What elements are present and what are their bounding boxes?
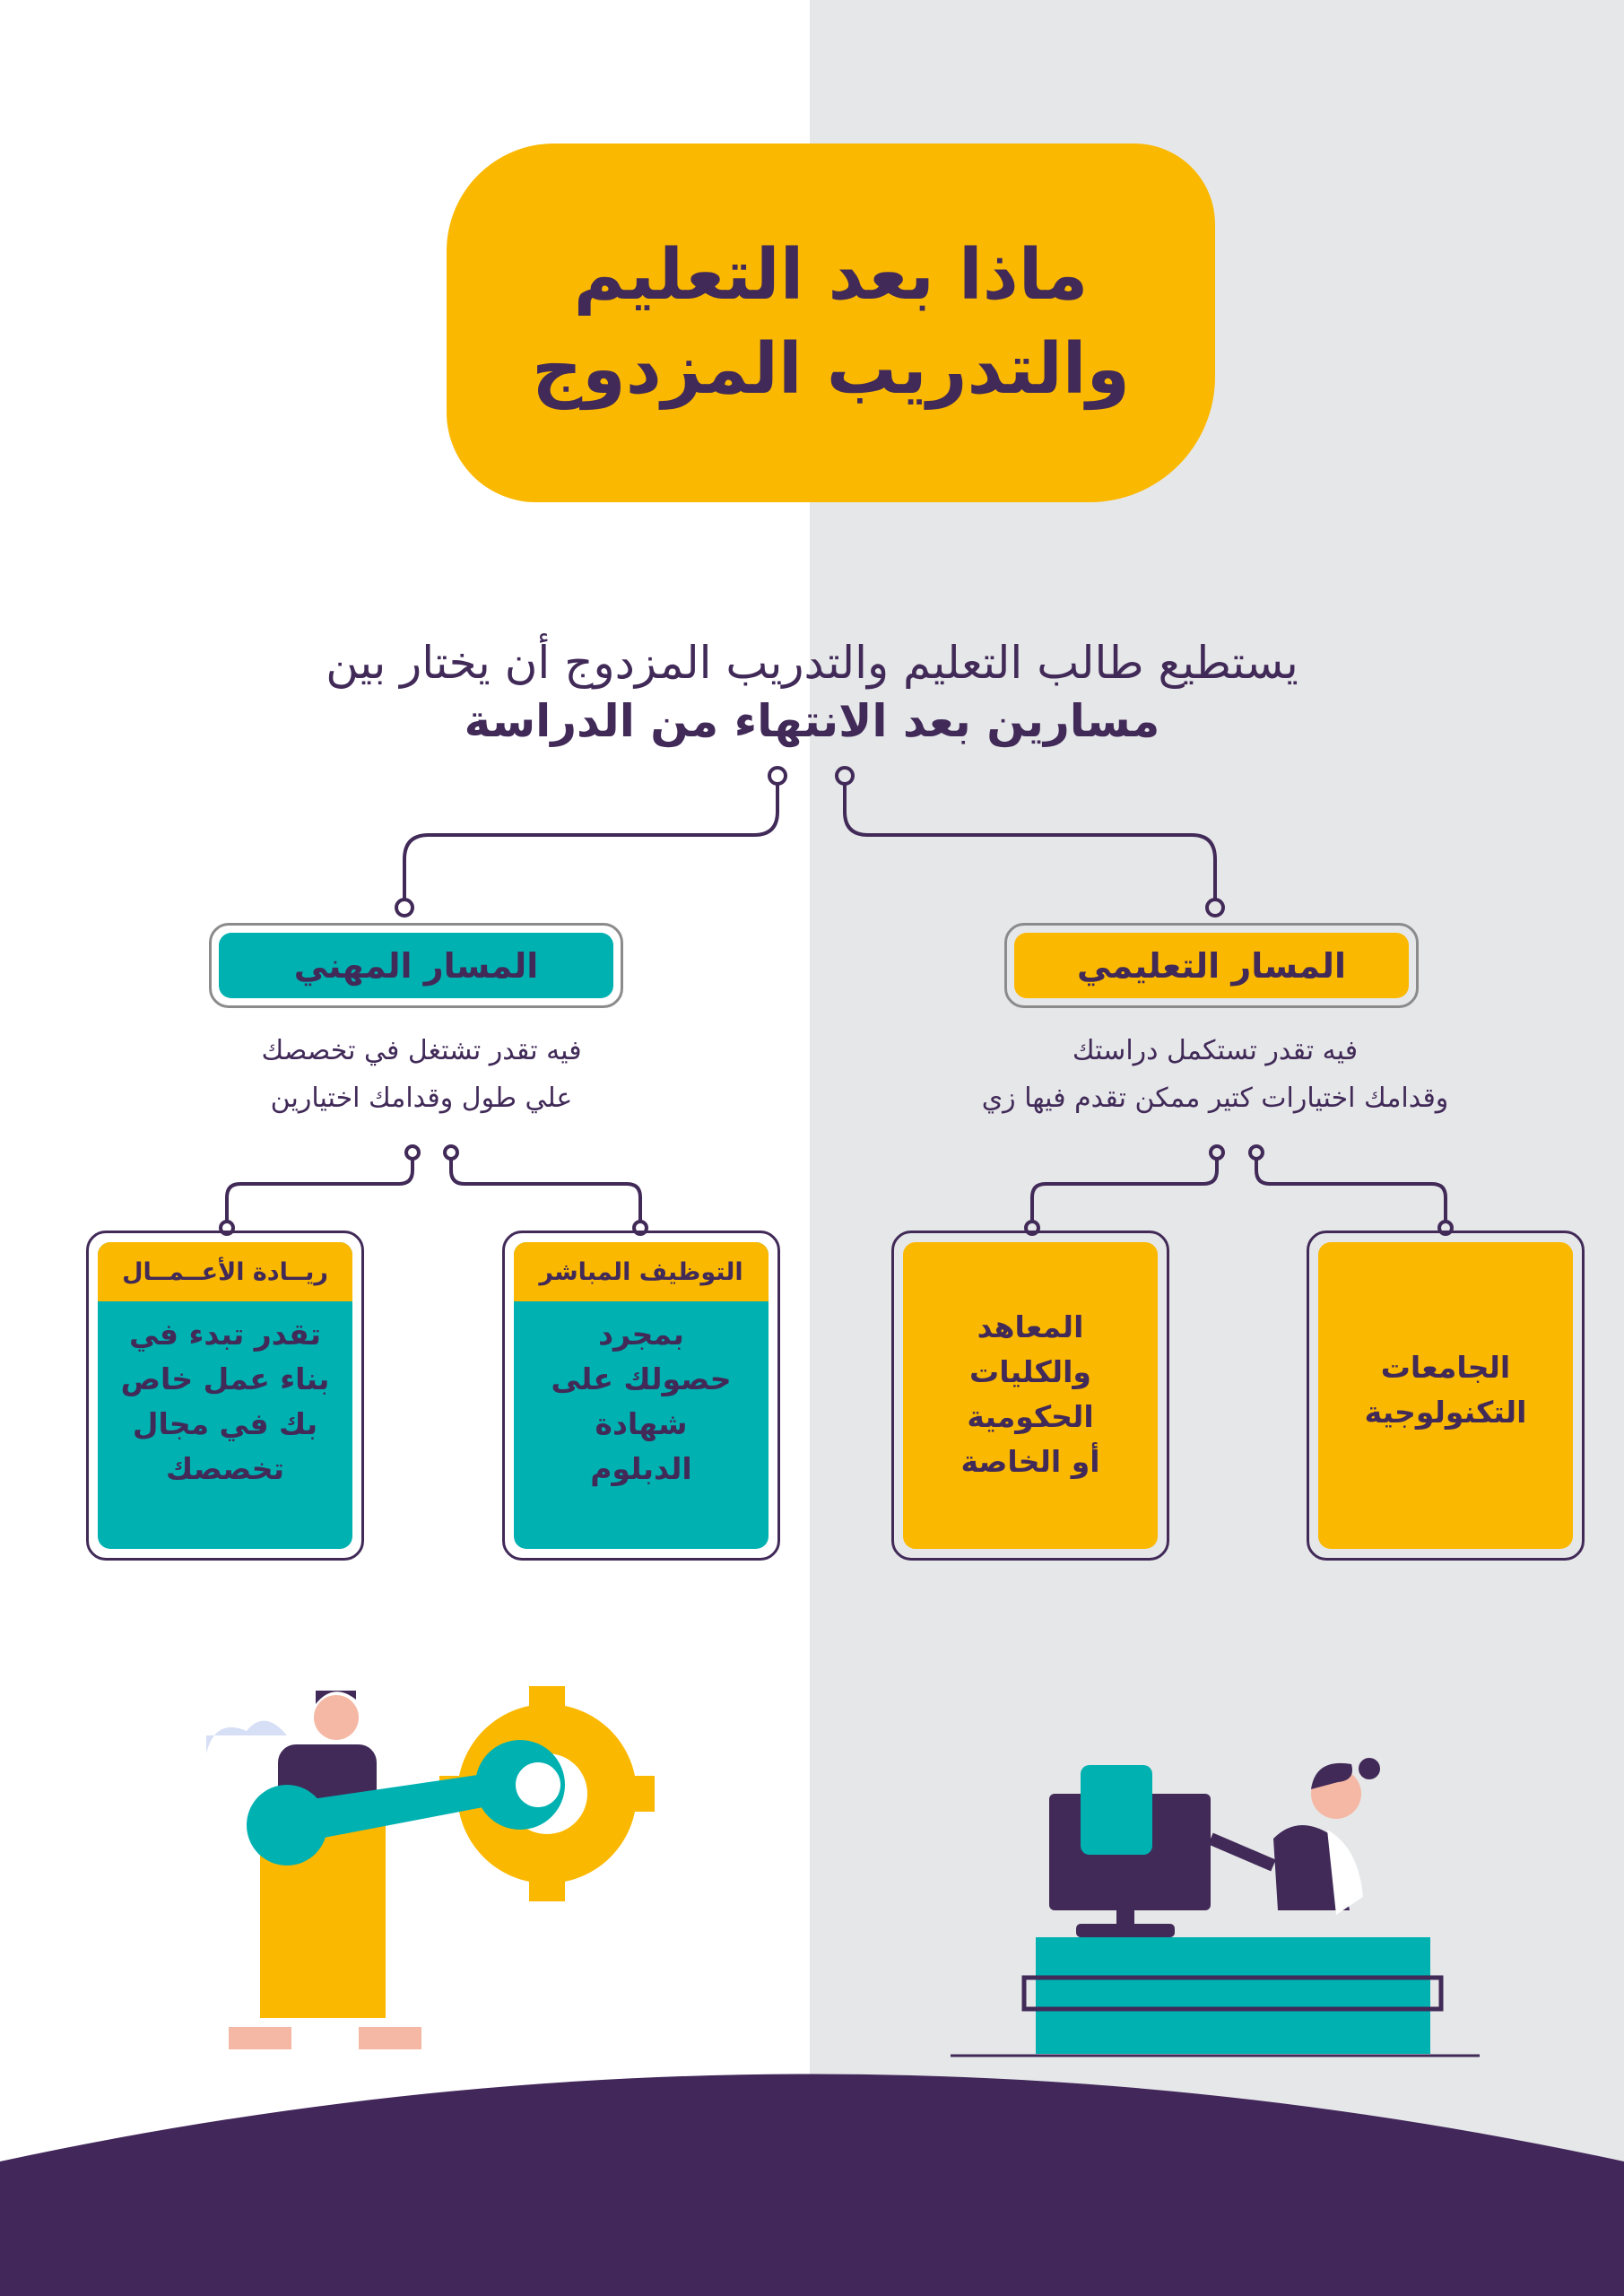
card-line: تقدر تبدء في bbox=[129, 1317, 321, 1352]
vocational-desc-line-1: فيه تقدر تشتغل في تخصصك bbox=[261, 1035, 582, 1066]
tech-universities-card: الجامعات التكنولوجية bbox=[1307, 1231, 1585, 1561]
entrepreneurship-card: ريــادة الأعــمــال تقدر تبدء في بناء عم… bbox=[86, 1231, 364, 1561]
card-line: أو الخاصة bbox=[960, 1444, 1100, 1479]
direct-employment-card: التوظيف المباشر بمجرد حصولك على شهادة ال… bbox=[502, 1231, 780, 1561]
student-at-computer-illustration bbox=[951, 1758, 1480, 2057]
card-line: المعاهد bbox=[977, 1309, 1084, 1344]
academic-desc-line-1: فيه تقدر تستكمل دراستك bbox=[1072, 1035, 1359, 1066]
card-line: تخصصك bbox=[166, 1451, 284, 1486]
intro-line-2: مسارين بعد الانتهاء من الدراسة bbox=[464, 695, 1160, 747]
card-title: التوظيف المباشر bbox=[514, 1242, 769, 1301]
vocational-path-label: المسار المهني bbox=[219, 933, 613, 998]
vocational-description: فيه تقدر تشتغل في تخصصك علي طول وقدامك ا… bbox=[108, 1027, 735, 1122]
vocational-path-box: المسار المهني bbox=[209, 923, 623, 1008]
title-banner: ماذا بعد التعليم والتدريب المزدوج bbox=[447, 144, 1215, 502]
academic-desc-line-2: وقدامك اختيارات كتير ممكن تقدم فيها زي bbox=[981, 1083, 1449, 1114]
institutes-colleges-card: المعاهد والكليات الحكومية أو الخاصة bbox=[891, 1231, 1169, 1561]
card-line: التكنولوجية bbox=[1364, 1395, 1527, 1430]
intro-line-1: يستطيع طالب التعليم والتدريب المزدوج أن … bbox=[326, 637, 1298, 689]
card-line: بك في مجال bbox=[132, 1406, 318, 1441]
card-body: المعاهد والكليات الحكومية أو الخاصة bbox=[903, 1242, 1158, 1549]
card-title: ريــادة الأعــمــال bbox=[98, 1242, 352, 1301]
title-line-2: والتدريب المزدوج bbox=[532, 329, 1130, 410]
card-body: تقدر تبدء في بناء عمل خاص بك في مجال تخص… bbox=[98, 1301, 352, 1549]
card-line: شهادة bbox=[595, 1406, 688, 1441]
academic-path-label: المسار التعليمي bbox=[1014, 933, 1409, 998]
card-line: الجامعات bbox=[1380, 1350, 1511, 1385]
card-line: حصولك على bbox=[551, 1361, 732, 1396]
card-line: الدبلوم bbox=[590, 1451, 692, 1486]
card-line: بناء عمل خاص bbox=[120, 1361, 330, 1396]
worker-with-wrench-illustration bbox=[206, 1686, 655, 2049]
academic-description: فيه تقدر تستكمل دراستك وقدامك اختيارات ك… bbox=[901, 1027, 1529, 1122]
card-body: بمجرد حصولك على شهادة الدبلوم bbox=[514, 1301, 769, 1549]
card-line: الحكومية bbox=[967, 1399, 1094, 1434]
card-line: بمجرد bbox=[598, 1317, 684, 1352]
title-line-1: ماذا بعد التعليم bbox=[573, 235, 1089, 316]
academic-path-box: المسار التعليمي bbox=[1004, 923, 1419, 1008]
vocational-desc-line-2: علي طول وقدامك اختيارين bbox=[270, 1083, 573, 1114]
card-body: الجامعات التكنولوجية bbox=[1318, 1242, 1573, 1549]
card-line: والكليات bbox=[969, 1354, 1091, 1389]
bottom-wave bbox=[0, 2074, 1624, 2296]
